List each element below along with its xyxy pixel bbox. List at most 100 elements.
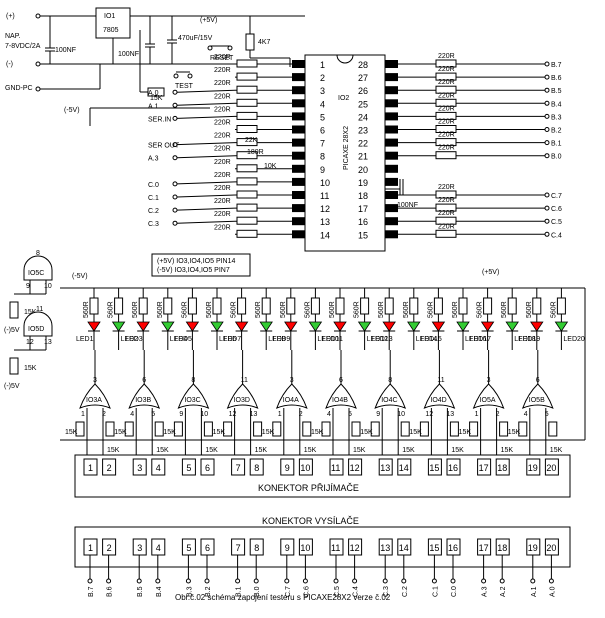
connector-net-B.1: B.1 <box>236 586 243 597</box>
led-resistor <box>163 297 173 315</box>
regulator-name: IO1 <box>104 13 115 20</box>
led-LED13 <box>382 321 396 332</box>
mcu-right-res-label: 220R <box>438 184 455 191</box>
mcu-right-net-C.6: C.6 <box>551 206 562 213</box>
led-LED9 <box>284 321 298 332</box>
gate-resistor <box>154 421 164 437</box>
connector-pin-label: 11 <box>331 463 340 473</box>
mcu-left-res-label: 220R <box>214 198 231 205</box>
mcu-right-resistor <box>435 125 457 133</box>
notes-box <box>151 253 251 277</box>
connector-pin-label: 11 <box>331 543 340 553</box>
gate-pin-out: 3 <box>93 377 97 384</box>
led-LED1 <box>87 321 101 332</box>
mcu-section: IO2 PICAXE 28X2 1220R2220R3220RA.04220RA… <box>148 53 562 252</box>
mcu-right-res-label: 220R <box>438 105 455 112</box>
mcu-pin-18 <box>385 191 398 199</box>
connector-net-A.2: A.2 <box>500 586 507 597</box>
led-resistor <box>360 297 370 315</box>
picaxe-chip <box>304 54 386 252</box>
mcu-right-resistor <box>435 203 457 212</box>
gate-res-label: 15K <box>311 429 324 436</box>
gate-name: IO4A <box>283 397 299 404</box>
mcu-left-resistor <box>236 59 258 68</box>
mcu-left-res-label: 220R <box>214 159 231 166</box>
led-resistor <box>532 297 542 315</box>
cap3-label: 100NF <box>397 202 418 209</box>
connector-pin-label: 7 <box>236 543 241 553</box>
led-LED3 <box>136 321 150 332</box>
mcu-left-resistor <box>236 125 258 133</box>
gate-resistor <box>351 421 361 437</box>
minus-terminal: (-) <box>6 61 13 68</box>
connector-pin-label: 10 <box>300 543 310 553</box>
mcu-left-resistor <box>236 164 258 173</box>
mcu-left-net-C.1: C.1 <box>148 195 159 202</box>
mcu-left-net-SER.IN: SER.IN <box>148 116 171 123</box>
gate-res-label: 15K <box>501 447 514 454</box>
connector-pin-label: 5 <box>186 463 191 473</box>
mcu-right-net-B.5: B.5 <box>551 88 562 95</box>
mcu-pin-19 <box>385 177 398 186</box>
connector-pin-9 <box>280 458 295 476</box>
led-label: LED2 <box>121 336 139 343</box>
connector-net-B.0: B.0 <box>254 586 261 597</box>
mcu-left-resistor <box>236 216 258 225</box>
receiver-title: KONEKTOR PŘIJÍMAČE <box>258 483 359 493</box>
connector-pin-label: 15 <box>429 463 439 473</box>
mcu-right-resistor <box>435 229 457 238</box>
mcu-right-res-label: 220R <box>438 53 455 60</box>
connector-pin-label: 7 <box>236 463 241 473</box>
connector-pin-19 <box>526 458 541 476</box>
connector-net-C.7: C.7 <box>285 586 292 597</box>
connector-pin-label: 4 <box>156 543 161 553</box>
led-LED4 <box>161 321 175 332</box>
led-LED12 <box>357 321 372 332</box>
led-resistor <box>138 297 148 315</box>
notes: (+5V) IO3,IO4,IO5 PIN14 (-5V) IO3,IO4,IO… <box>151 253 251 277</box>
aux-res-label: 15K <box>24 365 37 372</box>
connector-pin-label: 2 <box>107 543 112 553</box>
connector-pin-label: 19 <box>528 543 538 553</box>
connector-pin-label: 15 <box>429 543 439 553</box>
mcu-name: IO2 <box>338 95 349 102</box>
gate-res-label: 15K <box>508 429 521 436</box>
gate-resistor <box>124 421 134 437</box>
led-label: LED16 <box>465 336 487 343</box>
mcu-right-net-B.1: B.1 <box>551 141 562 148</box>
led-resistor <box>433 297 443 315</box>
led-resistor <box>89 297 99 315</box>
gate-pin-in1: 4 <box>327 411 331 418</box>
gate-res-label: 15K <box>163 429 176 436</box>
gate-pin-out: 3 <box>487 377 491 384</box>
gate-res-label: 15K <box>114 429 127 436</box>
led-resistor-label: 560R <box>427 301 434 318</box>
reset-button <box>207 45 213 51</box>
connector-pin-14 <box>397 458 412 476</box>
led-resistor <box>384 297 394 315</box>
plus5v-label: (+5V) <box>200 17 217 24</box>
mcu-left-res-label: 220R <box>214 106 231 113</box>
led-label: LED19 <box>519 336 541 343</box>
gate-IO3B <box>128 383 161 409</box>
mcu-pin-label-5: 5 <box>320 112 325 122</box>
gate-pin-out: 11 <box>437 377 444 384</box>
led-label: LED17 <box>470 336 492 343</box>
mcu-left-resistor <box>236 151 258 160</box>
aux-minus5v: (-)5V <box>4 383 20 390</box>
mcu-left-net-C.2: C.2 <box>148 208 159 215</box>
connector-net-A.3: A.3 <box>482 586 489 597</box>
connector-net-C.0: C.0 <box>451 586 458 597</box>
gate-res-label: 15K <box>107 447 120 454</box>
led-LED15 <box>431 321 446 332</box>
gate-pin-in2: 13 <box>250 411 258 418</box>
connector-net-C.6: C.6 <box>303 586 310 597</box>
gate-IO5B <box>521 383 554 409</box>
connector-pin-13 <box>378 458 393 476</box>
led-LED18 <box>505 321 519 332</box>
gate-resistor <box>370 421 380 437</box>
aux-minus5v: (-)5V <box>4 327 20 334</box>
led-resistor-label: 560R <box>83 301 90 318</box>
connector-pin-12 <box>348 458 363 476</box>
mcu-left-res-label: 220R <box>214 211 231 218</box>
